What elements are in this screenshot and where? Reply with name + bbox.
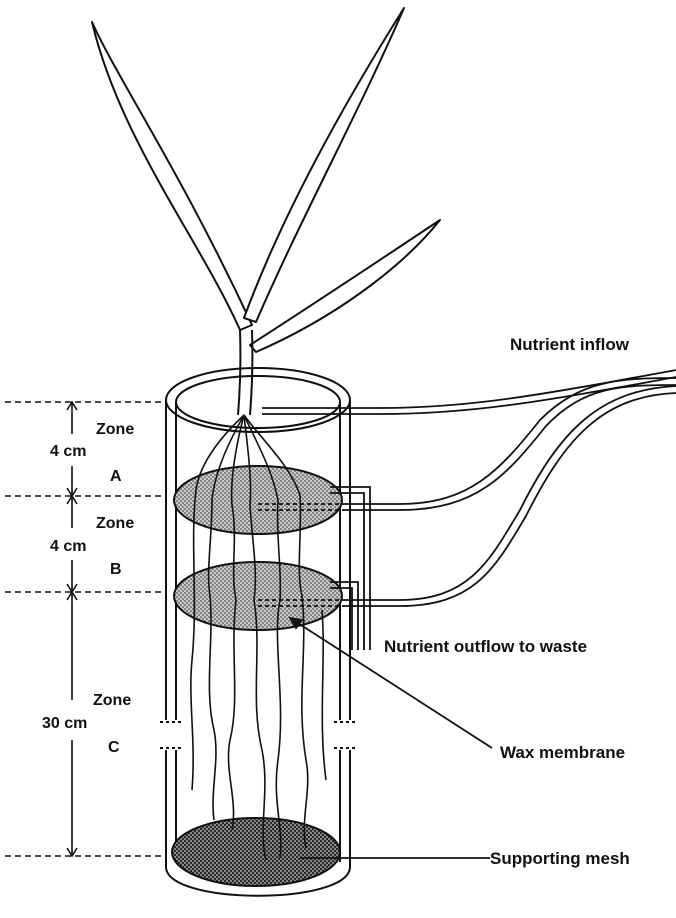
zone-b-labels: Zone 4 cm B [50,515,134,578]
inflow-tube-b [345,386,676,600]
zone-b-letter: B [110,561,122,578]
cylinder-top-outer [166,368,350,432]
stem [238,330,252,415]
plant-shoot [92,8,440,415]
zone-b-word: Zone [96,515,134,532]
wax-membrane-label: Wax membrane [500,743,625,762]
zone-c-size: 30 cm [42,715,87,732]
cylinder-top-inner [176,376,340,428]
nutrient-inflow-label: Nutrient inflow [510,335,630,354]
zone-a-labels: Zone 4 cm A [50,421,134,485]
supporting-mesh-label: Supporting mesh [490,849,630,868]
nutrient-outflow-label: Nutrient outflow to waste [384,637,587,656]
zone-dimensions [5,402,165,856]
inflow-tube-b-2 [345,393,676,606]
zone-a-letter: A [110,468,122,485]
zone-c-letter: C [108,739,120,756]
zone-c-word: Zone [93,692,131,709]
leaf-left [92,22,252,330]
wax-membrane-lower [174,562,342,630]
zone-b-size: 4 cm [50,538,86,555]
zone-a-size: 4 cm [50,443,86,460]
supporting-mesh [172,818,340,886]
inflow-tube-a [345,378,676,504]
zone-a-word: Zone [96,421,134,438]
zone-c-labels: Zone 30 cm C [42,692,131,756]
